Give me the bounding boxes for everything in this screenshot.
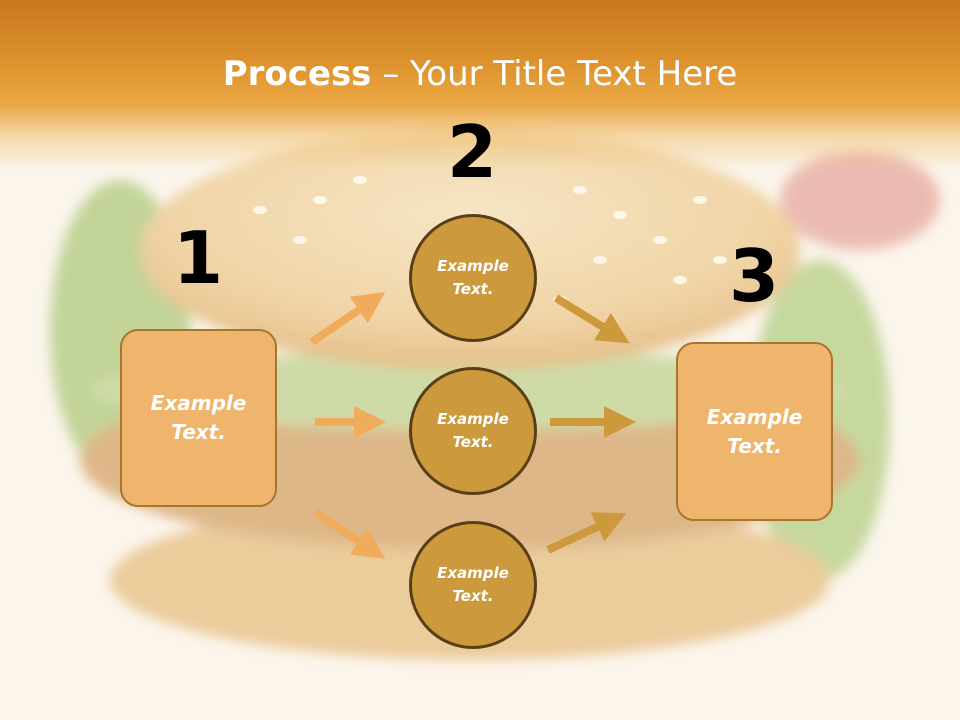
step-1-text: Example Text.	[150, 391, 247, 444]
step-1-box: Example Text.	[120, 329, 277, 507]
arrow-1-to-2-top	[309, 291, 386, 346]
step-3-box: Example Text.	[676, 342, 833, 521]
step-2-bottom-text: Example Text.	[437, 564, 509, 605]
step-3-text: Example Text.	[706, 404, 803, 458]
step-2-number: 2	[446, 110, 498, 194]
title-rest: – Your Title Text Here	[371, 54, 738, 94]
arrow-2-to-3-top	[553, 294, 630, 344]
title-bold: Process	[222, 54, 372, 94]
arrow-1-to-2-bottom	[312, 508, 386, 559]
step-3-number: 3	[728, 234, 780, 318]
step-2-top-text: Example Text.	[437, 257, 509, 298]
title-band	[0, 0, 960, 170]
arrow-2-to-3-bottom	[546, 512, 627, 554]
step-2-middle-text: Example Text.	[437, 410, 509, 451]
step-2-circle-middle: Example Text.	[409, 367, 537, 495]
step-2-circle-bottom: Example Text.	[409, 521, 537, 649]
step-2-circle-top: Example Text.	[409, 214, 537, 342]
step-1-number: 1	[172, 216, 224, 300]
slide-title: Process – Your Title Text Here	[0, 52, 960, 96]
